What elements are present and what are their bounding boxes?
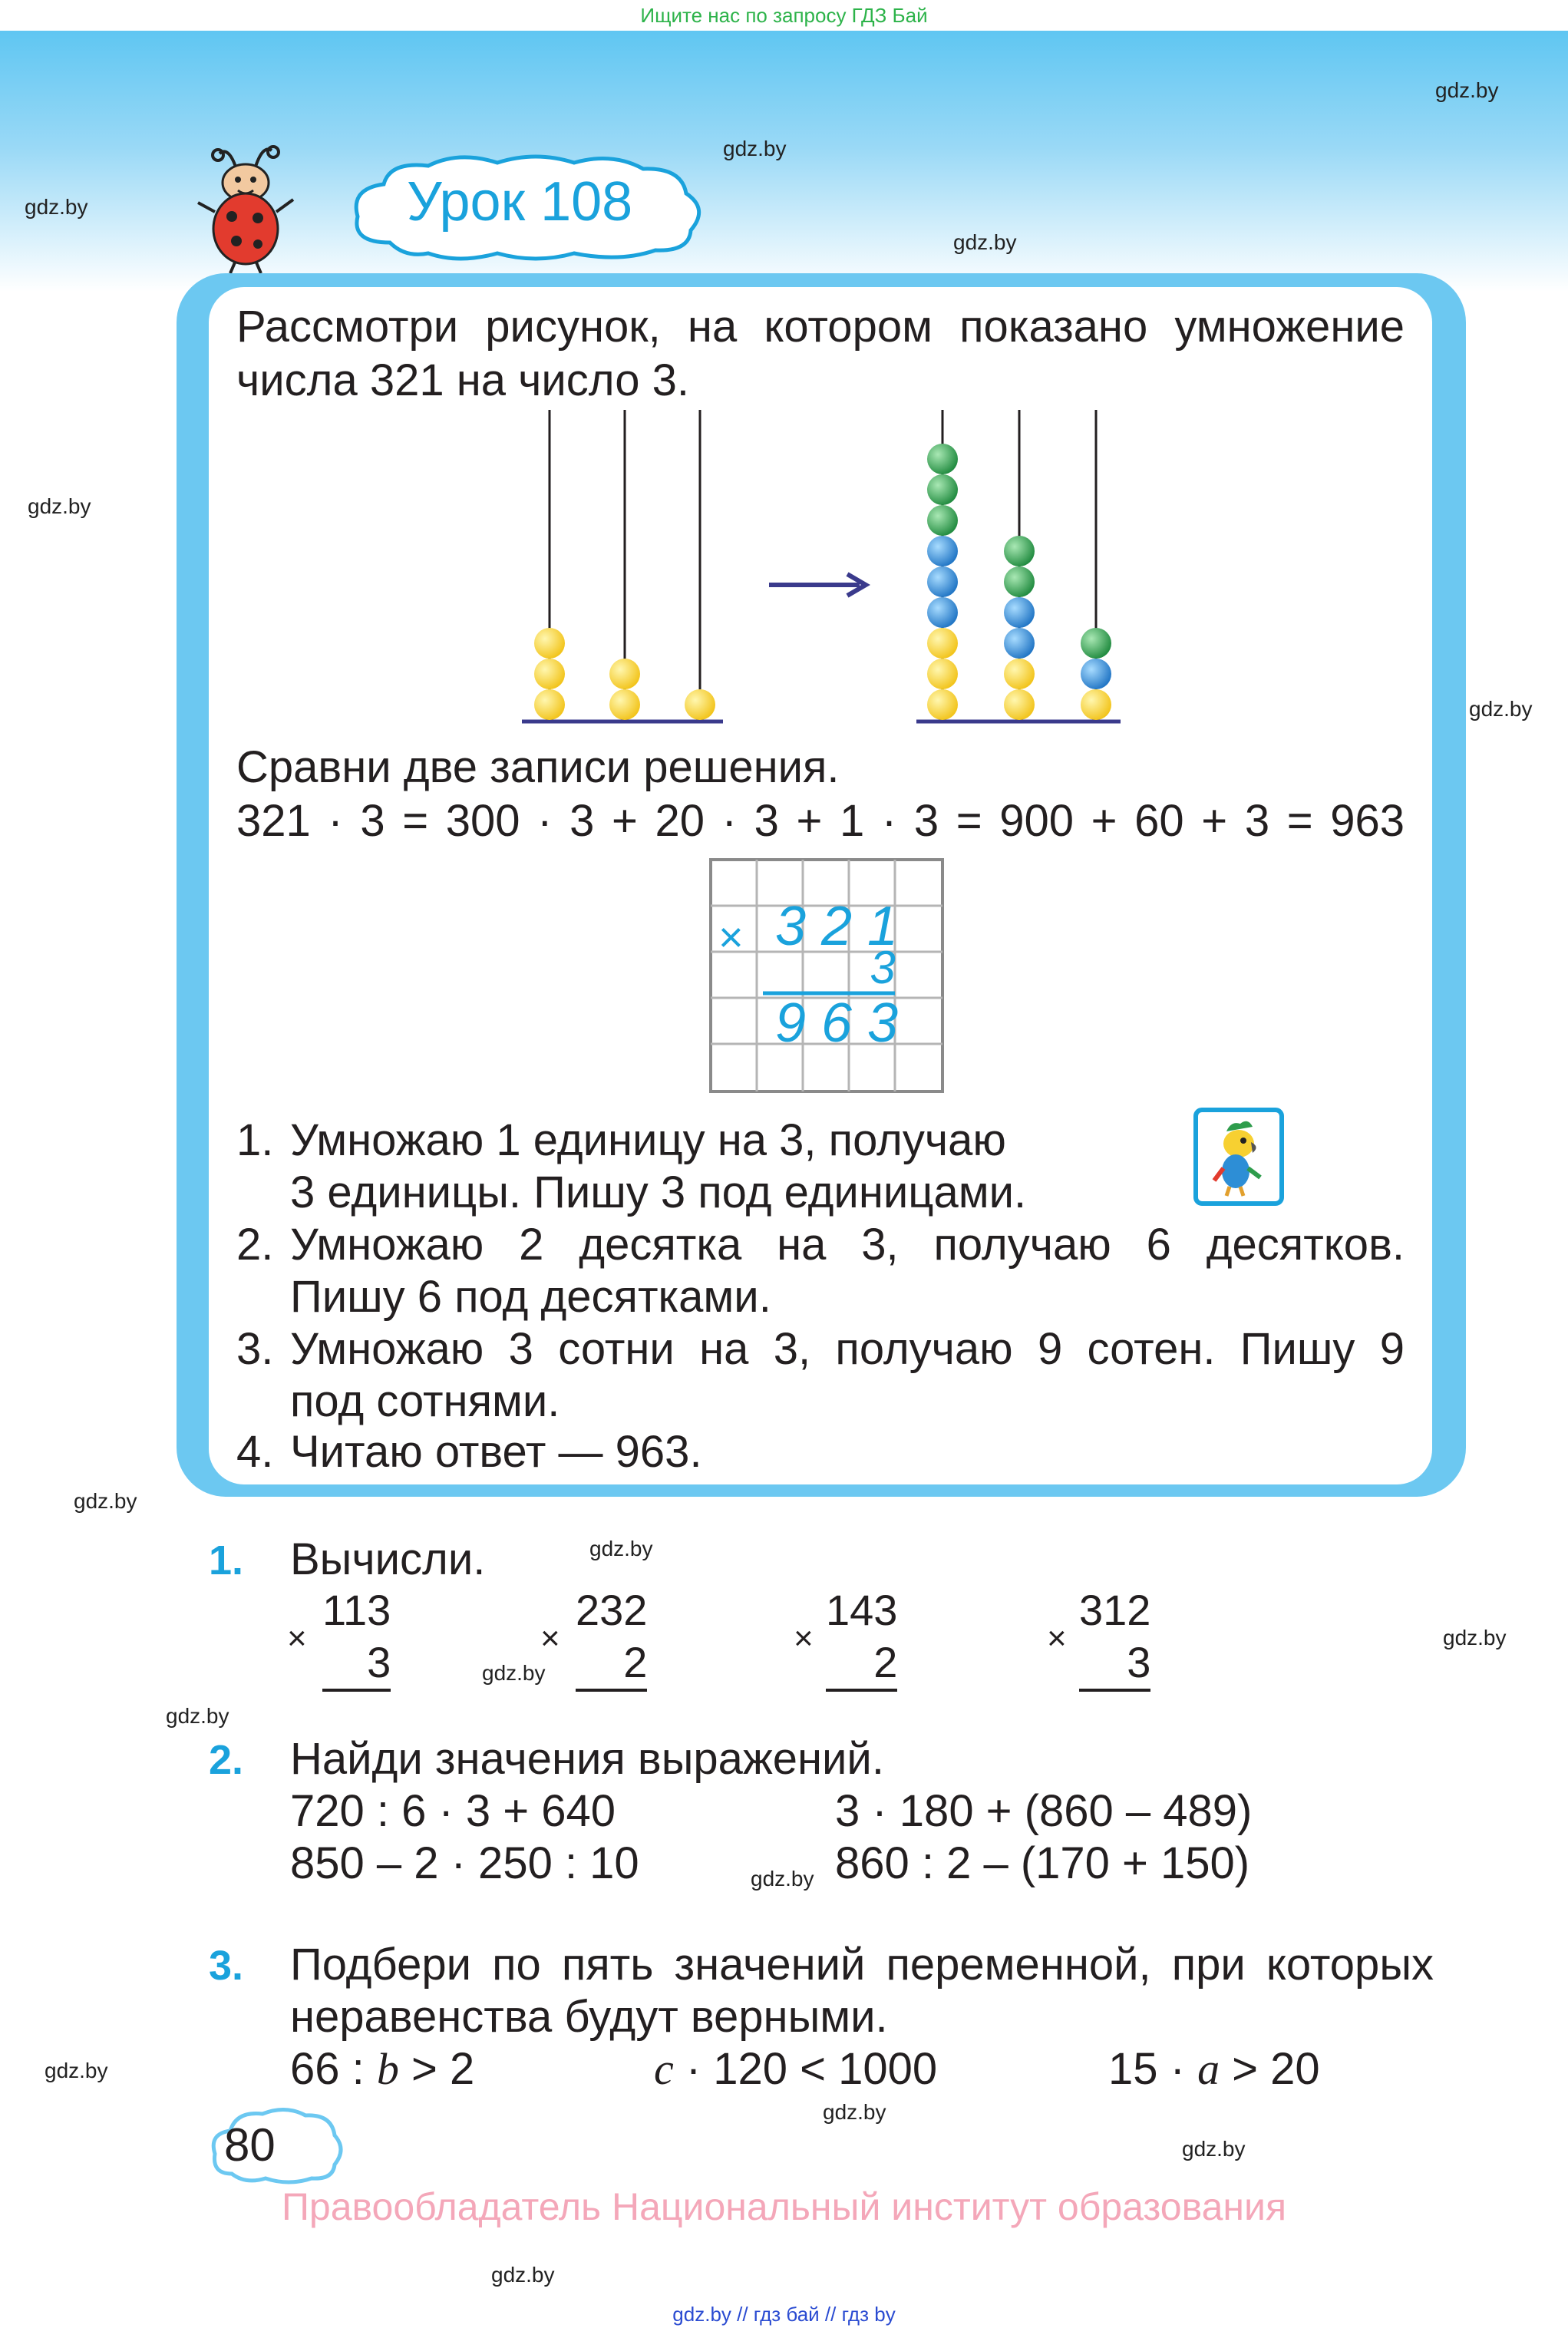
expression: 720 : 6 · 3 + 640 xyxy=(290,1786,616,1836)
watermark: gdz.by xyxy=(1435,78,1499,102)
task-title: Вычисли. xyxy=(290,1534,486,1584)
task-text: неравенства будут верными. xyxy=(290,1992,888,2042)
digit: 2 xyxy=(820,896,853,957)
parrot-hint-icon[interactable] xyxy=(1193,1107,1285,1207)
task-number: 1. xyxy=(209,1537,244,1583)
step-number: 4. xyxy=(236,1427,274,1477)
page-number-cloud xyxy=(211,2108,343,2184)
task-number: 3. xyxy=(209,1943,244,1989)
page-number: 80 xyxy=(224,2119,276,2171)
watermark: gdz.by xyxy=(589,1537,653,1560)
result-digit: 3 xyxy=(867,992,899,1054)
watermark: gdz.by xyxy=(953,230,1017,254)
expanded-equation: 321 · 3 = 300 · 3 + 20 · 3 + 1 · 3 = 900… xyxy=(236,796,1405,846)
multiplier: 3 xyxy=(322,1636,391,1692)
inequality-part: > 2 xyxy=(398,2044,475,2094)
multiply-sign: × xyxy=(287,1620,307,1657)
task-text: Подбери по пять значений переменной, при… xyxy=(290,1940,1434,1990)
lesson-cloud-shape xyxy=(354,154,701,261)
multiplicand: 312 xyxy=(1079,1586,1151,1634)
watermark: gdz.by xyxy=(28,494,91,518)
watermark: gdz.by xyxy=(751,1867,814,1891)
column-problem: 143 2 xyxy=(826,1584,898,1692)
inequality-part: 15 · xyxy=(1108,2044,1198,2094)
footer-links[interactable]: gdz.by // гдз бай // гдз by xyxy=(672,2303,896,2326)
multiplier: 2 xyxy=(826,1636,898,1692)
watermark: gdz.by xyxy=(1469,697,1533,721)
inequality-part: 66 : xyxy=(290,2044,377,2094)
multiply-sign: × xyxy=(1047,1620,1067,1657)
column-problem: 113 3 xyxy=(322,1584,391,1692)
result-digit: 6 xyxy=(820,992,853,1054)
ladybug-mascot-icon xyxy=(197,145,295,274)
watermark: gdz.by xyxy=(74,1489,137,1513)
multiply-sign: × xyxy=(794,1620,814,1657)
copyright-notice: Правообладатель Национальный институт об… xyxy=(281,2185,1287,2228)
watermark: gdz.by xyxy=(25,195,88,219)
step-text: 3 единицы. Пишу 3 под единицами. xyxy=(290,1167,1027,1217)
step-number: 1. xyxy=(236,1115,274,1165)
watermark: gdz.by xyxy=(482,1661,546,1685)
inequality-part: · 120 < 1000 xyxy=(673,2044,938,2094)
task-title: Найди значения выражений. xyxy=(290,1734,884,1784)
watermark: gdz.by xyxy=(1443,1626,1507,1649)
digit: 3 xyxy=(774,896,807,957)
watermark: gdz.by xyxy=(823,2100,886,2124)
step-text: Пишу 6 под десятками. xyxy=(290,1272,771,1322)
step-text: Умножаю 1 единицу на 3, получаю xyxy=(290,1115,1006,1165)
watermark: gdz.by xyxy=(1182,2137,1246,2161)
step-number: 2. xyxy=(236,1220,274,1270)
result-digit: 9 xyxy=(774,992,807,1054)
intro-line-2: числа 321 на число 3. xyxy=(236,355,689,405)
column-problem: 312 3 xyxy=(1079,1584,1151,1692)
abacus-illustration xyxy=(522,410,1121,724)
step-text: Читаю ответ — 963. xyxy=(290,1427,702,1477)
intro-line-1: Рассмотри рисунок, на котором показано у… xyxy=(236,302,1405,352)
variable: a xyxy=(1197,2044,1220,2094)
multiplicand: 232 xyxy=(576,1586,648,1634)
expression: 850 – 2 · 250 : 10 xyxy=(290,1838,639,1888)
watermark: gdz.by xyxy=(491,2263,555,2287)
multiplier-digit: 3 xyxy=(870,942,896,993)
multiply-sign: × xyxy=(540,1620,560,1657)
multiplier: 3 xyxy=(1079,1636,1151,1692)
compare-title: Сравни две записи решения. xyxy=(236,742,840,792)
step-text: под сотнями. xyxy=(290,1376,560,1426)
watermark: gdz.by xyxy=(166,1704,229,1728)
task-number: 2. xyxy=(209,1737,244,1783)
inequality: c · 120 < 1000 xyxy=(654,2043,937,2095)
expression: 3 · 180 + (860 – 489) xyxy=(835,1786,1253,1836)
step-number: 3. xyxy=(236,1324,274,1374)
step-text: Умножаю 2 десятка на 3, получаю 6 десятк… xyxy=(290,1220,1405,1270)
multiply-sign: × xyxy=(718,913,744,961)
column-problem: 232 2 xyxy=(576,1584,648,1692)
multiplicand: 113 xyxy=(322,1586,391,1634)
top-banner[interactable]: Ищите нас по запросу ГДЗ Бай xyxy=(0,0,1568,31)
digit: 1 xyxy=(867,896,899,957)
variable: b xyxy=(376,2044,399,2094)
inequality-part: > 20 xyxy=(1220,2044,1320,2094)
watermark: gdz.by xyxy=(723,137,787,160)
inequality: 15 · a > 20 xyxy=(1108,2043,1320,2095)
inequality: 66 : b > 2 xyxy=(290,2043,474,2095)
column-multiplication-grid xyxy=(709,858,944,1093)
expression: 860 : 2 – (170 + 150) xyxy=(835,1838,1250,1888)
variable: c xyxy=(654,2044,674,2094)
multiplier: 2 xyxy=(576,1636,648,1692)
watermark: gdz.by xyxy=(45,2059,108,2082)
multiplicand: 143 xyxy=(826,1586,898,1634)
lesson-title: Урок 108 xyxy=(407,171,633,233)
step-text: Умножаю 3 сотни на 3, получаю 9 сотен. П… xyxy=(290,1324,1405,1374)
